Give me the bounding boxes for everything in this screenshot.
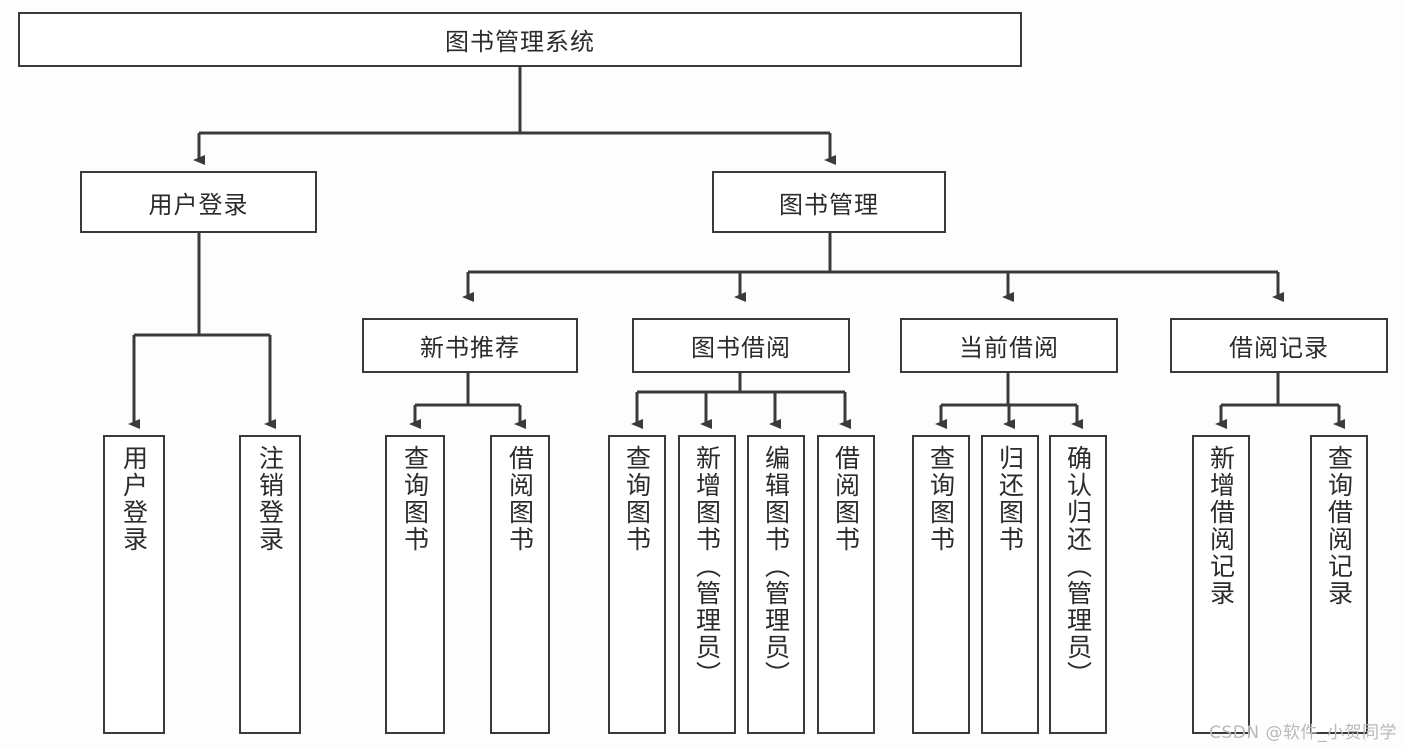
leaf-label: 查询图书 [400, 445, 430, 553]
leaf-label: 注销登录 [255, 445, 285, 553]
leaf-label: 新增借阅记录 [1206, 445, 1236, 607]
leaf-book-borrow-add[interactable]: 新增图书（管理员） [678, 435, 736, 734]
node-label: 图书管理系统 [445, 28, 595, 56]
leaf-label: 新增图书（管理员） [692, 445, 722, 688]
node-label: 图书管理 [779, 190, 879, 219]
node-label: 新书推荐 [420, 334, 520, 362]
node-root-book-management-system[interactable]: 图书管理系统 [18, 12, 1022, 67]
node-new-book-recommend[interactable]: 新书推荐 [362, 318, 578, 373]
leaf-borrow-record-add[interactable]: 新增借阅记录 [1192, 435, 1250, 734]
leaf-borrow-record-query[interactable]: 查询借阅记录 [1310, 435, 1368, 734]
leaf-label: 用户登录 [119, 445, 149, 553]
node-book-borrow[interactable]: 图书借阅 [632, 318, 850, 373]
leaf-book-borrow-borrow[interactable]: 借阅图书 [817, 435, 875, 734]
node-book-management[interactable]: 图书管理 [712, 171, 946, 233]
leaf-label: 借阅图书 [831, 445, 861, 553]
leaf-user-login-logout[interactable]: 注销登录 [239, 435, 301, 734]
leaf-current-borrow-confirm-return[interactable]: 确认归还（管理员） [1049, 435, 1107, 734]
node-label: 借阅记录 [1229, 334, 1329, 362]
leaf-label: 确认归还（管理员） [1063, 445, 1093, 688]
node-user-login[interactable]: 用户登录 [80, 171, 317, 233]
node-label: 当前借阅 [959, 334, 1059, 362]
leaf-current-borrow-return[interactable]: 归还图书 [981, 435, 1039, 734]
leaf-label: 借阅图书 [505, 445, 535, 553]
leaf-user-login-login[interactable]: 用户登录 [103, 435, 165, 734]
leaf-label: 归还图书 [995, 445, 1025, 553]
csdn-watermark: CSDN @软件_小贺同学 [1209, 723, 1397, 743]
node-label: 用户登录 [148, 190, 249, 219]
leaf-current-borrow-query[interactable]: 查询图书 [912, 435, 970, 734]
leaf-label: 编辑图书（管理员） [761, 445, 791, 688]
node-label: 图书借阅 [691, 334, 791, 362]
node-borrow-record[interactable]: 借阅记录 [1170, 318, 1388, 373]
node-current-borrow[interactable]: 当前借阅 [900, 318, 1118, 373]
leaf-book-borrow-edit[interactable]: 编辑图书（管理员） [747, 435, 805, 734]
leaf-new-book-query[interactable]: 查询图书 [385, 435, 445, 734]
leaf-label: 查询图书 [622, 445, 652, 553]
leaf-label: 查询借阅记录 [1324, 445, 1354, 607]
leaf-new-book-borrow[interactable]: 借阅图书 [490, 435, 550, 734]
leaf-label: 查询图书 [926, 445, 956, 553]
leaf-book-borrow-query[interactable]: 查询图书 [608, 435, 666, 734]
